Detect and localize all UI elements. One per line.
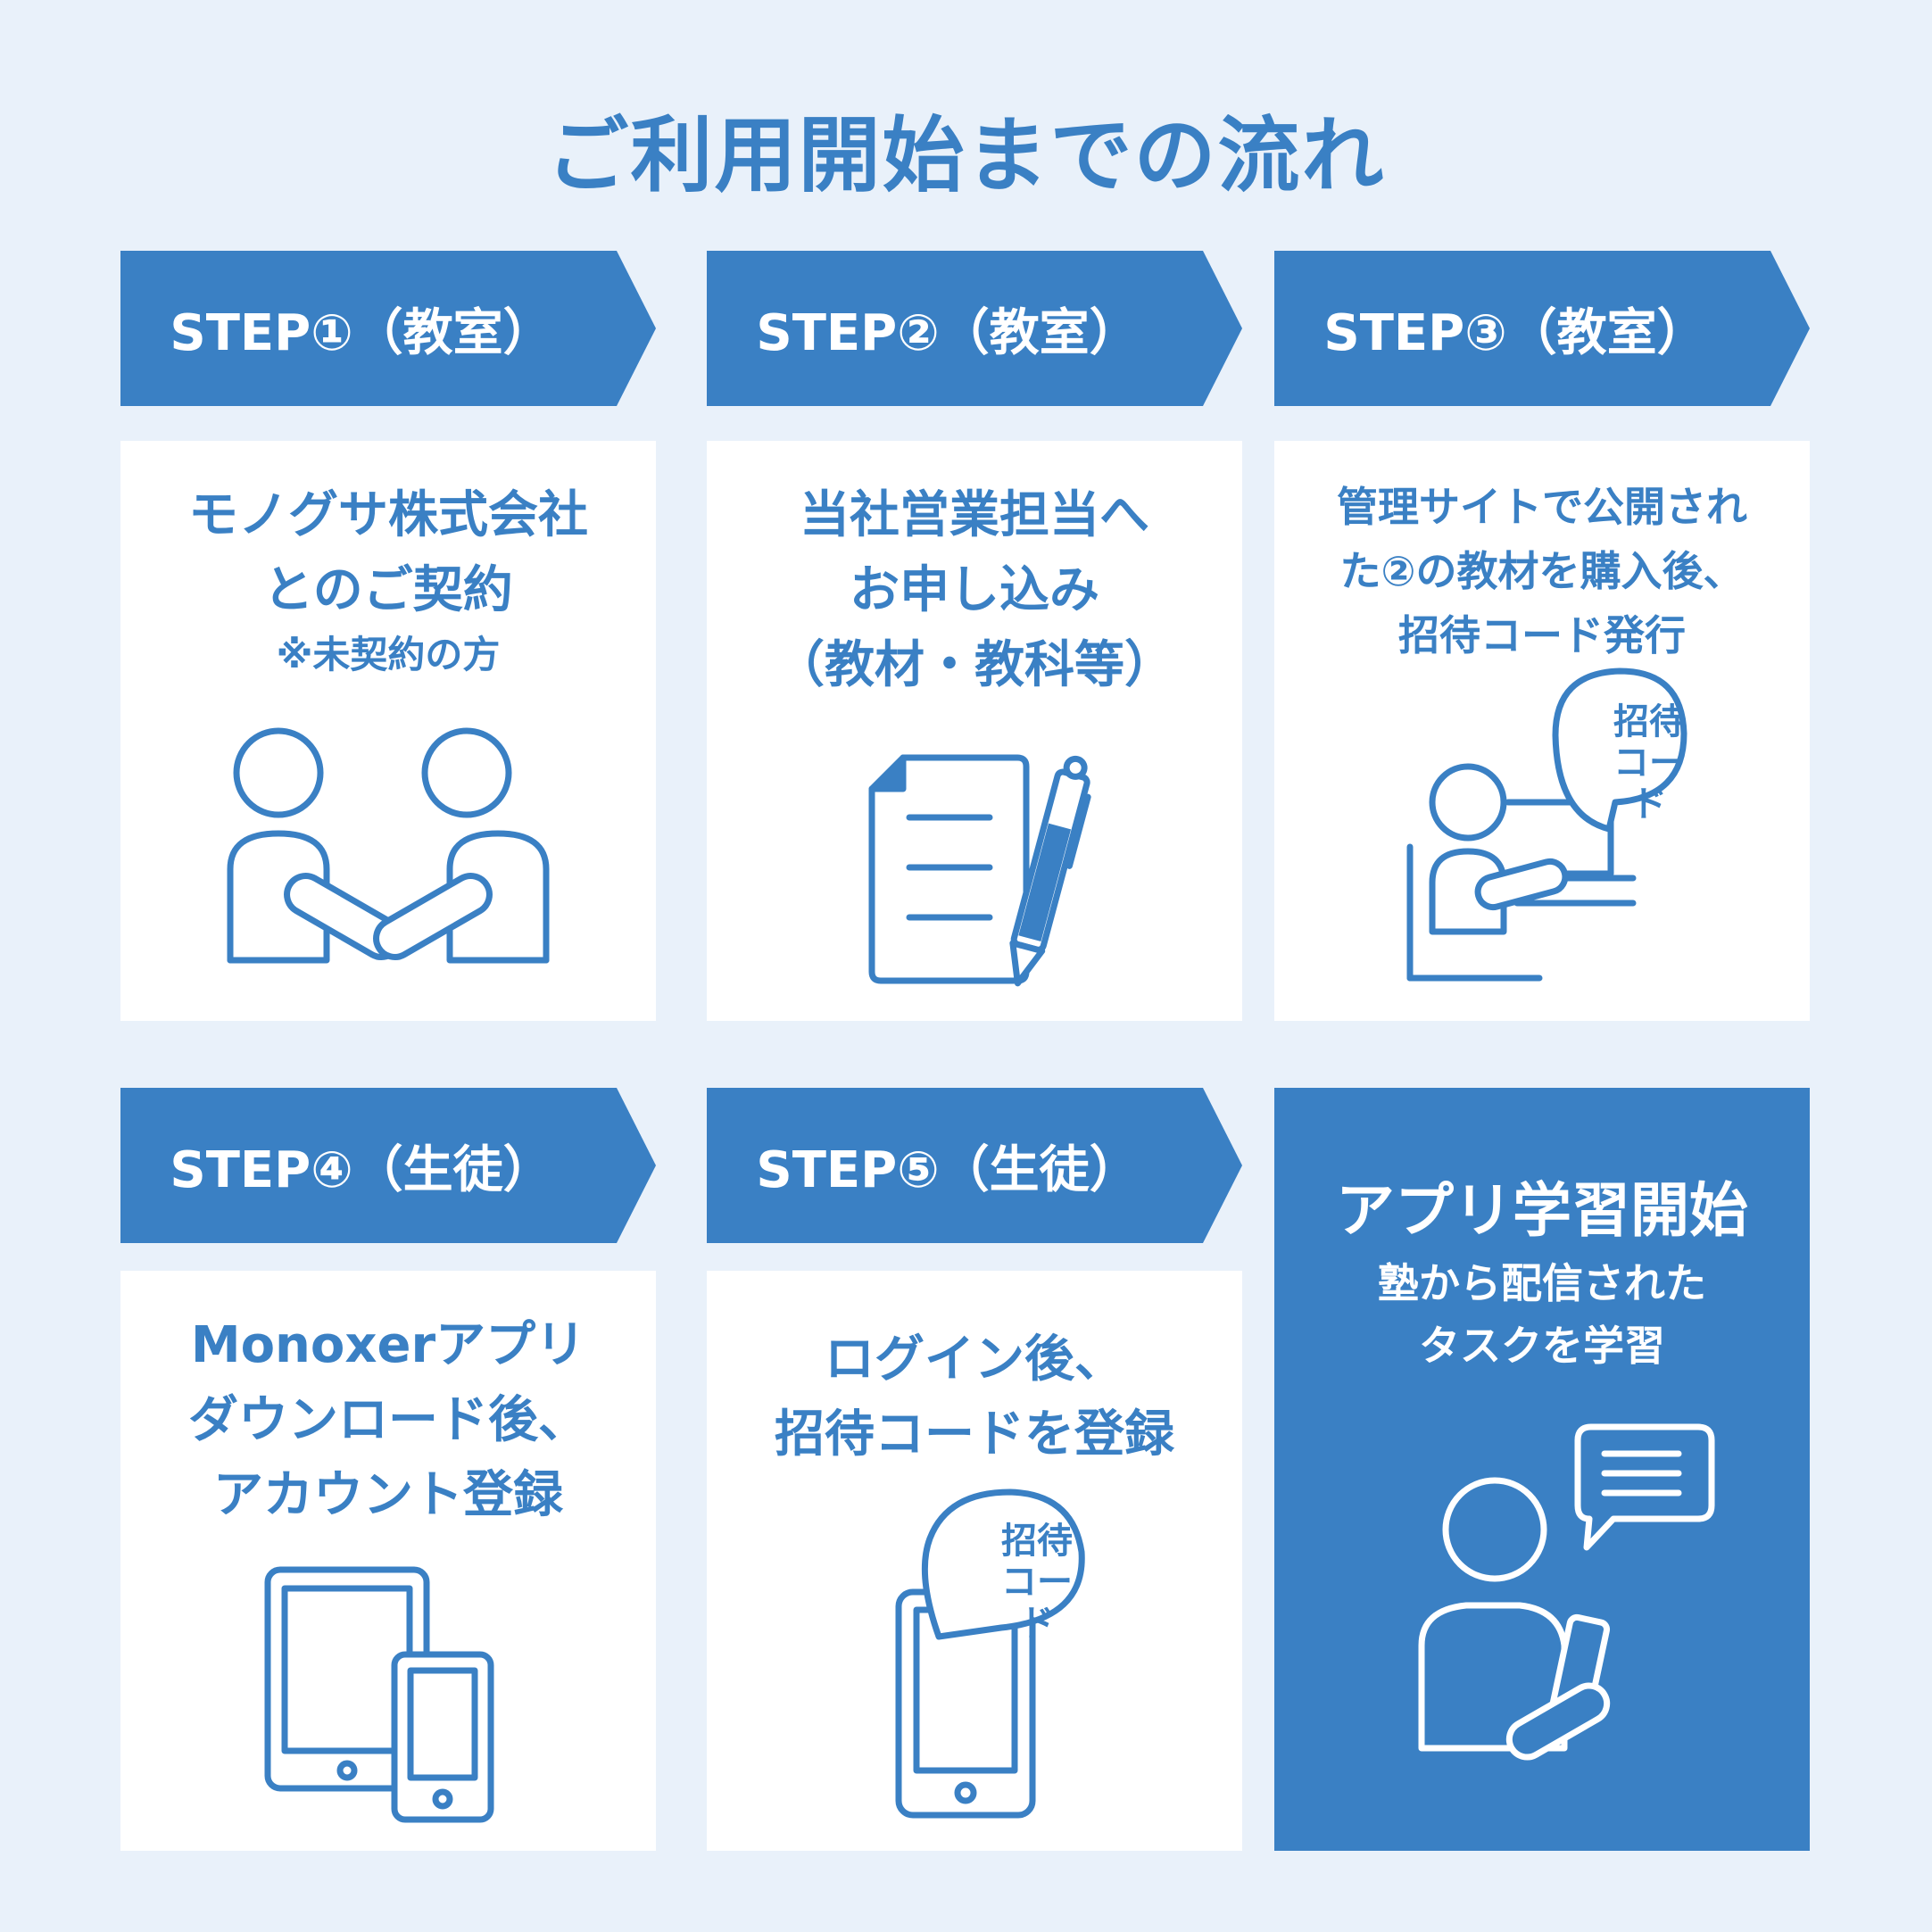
step-5-text-line-1: ログイン後、: [825, 1331, 1124, 1389]
page-title: ご利用開始までの流れ: [546, 108, 1386, 203]
step-2-banner: STEP②（教室）: [707, 251, 1242, 406]
phone-code-icon: [895, 1488, 1085, 1819]
step-2-text-line-2: お申し込み: [850, 561, 1099, 619]
step-1-text-line-2: とのご契約: [263, 561, 513, 619]
step-4-card: Monoxerアプリ ダウンロード後、 アカウント登録: [120, 1271, 656, 1851]
step-2-card: 当社営業担当へ お申し込み （教材・教科等）: [707, 441, 1242, 1021]
final-card: アプリ学習開始 塾から配信された タスクを学習: [1274, 1088, 1810, 1851]
step-5-bubble-text: 招待 コード: [1001, 1521, 1073, 1644]
step-1-card: モノグサ株式会社 とのご契約 ※未契約の方: [120, 441, 656, 1021]
person-computer-icon: [1406, 667, 1687, 982]
step-5-text-line-2: 招待コードを登録: [775, 1405, 1174, 1464]
step-2-text-line-3: （教材・教科等）: [775, 636, 1174, 694]
step-3-banner: STEP③（教室）: [1274, 251, 1810, 406]
final-text-line-1: 塾から配信された: [1378, 1259, 1706, 1307]
step-3-bubble-text: 招待 コード: [1613, 701, 1685, 825]
step-1-text-line-1: モノグサ株式会社: [188, 486, 588, 544]
document-pen-icon: [868, 754, 1091, 987]
step-5-card: ログイン後、 招待コードを登録 招待 コード: [707, 1271, 1242, 1851]
step-3-text-line-2: た②の教材を購入後、: [1339, 547, 1745, 595]
final-text-line-2: タスクを学習: [1419, 1322, 1665, 1370]
step-2-text-line-1: 当社営業担当へ: [800, 486, 1149, 544]
step-4-banner: STEP④（生徒）: [120, 1088, 656, 1243]
step-3-text-line-3: 招待コード発行: [1398, 611, 1686, 659]
step-4-text-line-3: アカウント登録: [213, 1466, 563, 1524]
final-heading: アプリ学習開始: [1336, 1176, 1748, 1245]
step-5-banner: STEP⑤（生徒）: [707, 1088, 1242, 1243]
handshake-icon: [227, 727, 550, 964]
person-phone-chat-icon: [1418, 1423, 1715, 1761]
step-4-text-line-1: Monoxerアプリ: [190, 1316, 586, 1374]
step-3-card: 管理サイトで公開され た②の教材を購入後、 招待コード発行 招待 コード: [1274, 441, 1810, 1021]
step-4-text-line-2: ダウンロード後、: [188, 1391, 588, 1449]
step-1-banner: STEP①（教室）: [120, 251, 656, 406]
step-1-note: ※未契約の方: [276, 633, 501, 676]
step-3-text-line-1: 管理サイトで公開され: [1337, 483, 1747, 531]
tablet-phone-icon: [264, 1566, 494, 1823]
